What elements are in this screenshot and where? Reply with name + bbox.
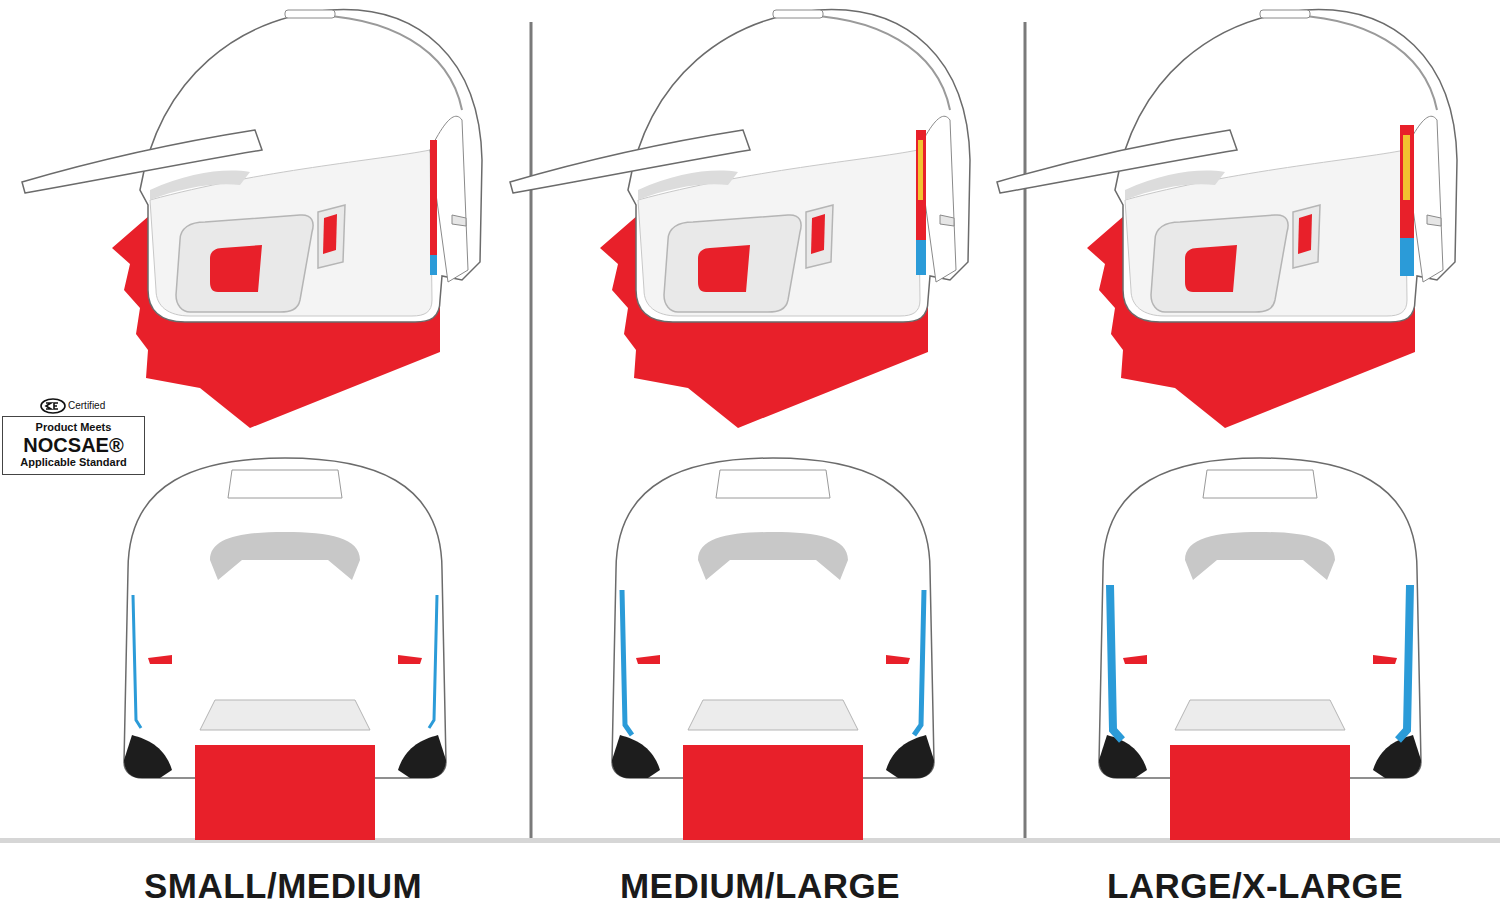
size-label: LARGE/X-LARGE	[1107, 866, 1403, 906]
sei-logo	[40, 398, 66, 414]
size-label: SMALL/MEDIUM	[144, 866, 422, 906]
badge-text: Applicable Standard	[7, 456, 140, 469]
standard-name: NOCSAE®	[7, 434, 140, 456]
badge-heading: Certified	[68, 400, 105, 411]
badge-heading-row: Certified	[2, 396, 145, 416]
badge-box: Product MeetsNOCSAE®Applicable Standard	[2, 416, 145, 475]
size-label: MEDIUM/LARGE	[620, 866, 900, 906]
certification-badge: CertifiedProduct MeetsNOCSAE®Applicable …	[2, 396, 145, 475]
badge-text: Product Meets	[7, 421, 140, 434]
